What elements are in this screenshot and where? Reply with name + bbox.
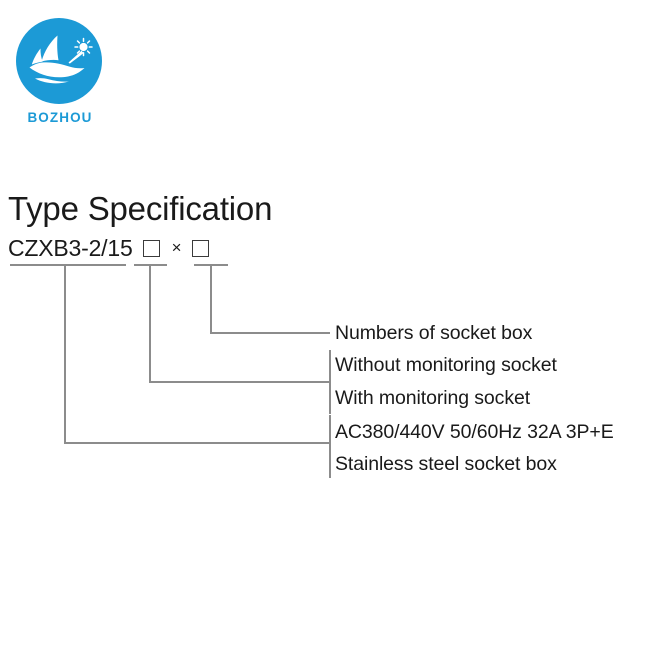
brand-logo: BOZHOU [8,18,128,130]
callout-numbers-of-socket-box: Numbers of socket box [335,322,533,344]
leader-monitoring-group [149,265,330,383]
socket-quantity-box [191,239,209,257]
page-title: Type Specification [8,190,273,227]
leader-rating-group [64,265,330,444]
socket-type-box [142,239,160,257]
multiply-sign: × [171,238,182,257]
leader-numbers-of-socket-box [210,265,330,334]
callout-without-monitoring-socket: Without monitoring socket [335,354,557,376]
brand-name-text: BOZHOU [27,110,93,125]
model-code-text: CZXB3-2/15 [8,234,133,261]
sailboat-sun-circle-logo-icon [16,18,102,104]
model-code-row: CZXB3-2/15 × [8,233,209,263]
callout-electrical-rating: AC380/440V 50/60Hz 32A 3P+E [335,421,614,443]
callout-enclosure-type: Stainless steel socket box [335,453,557,475]
callout-with-monitoring-socket: With monitoring socket [335,387,531,409]
